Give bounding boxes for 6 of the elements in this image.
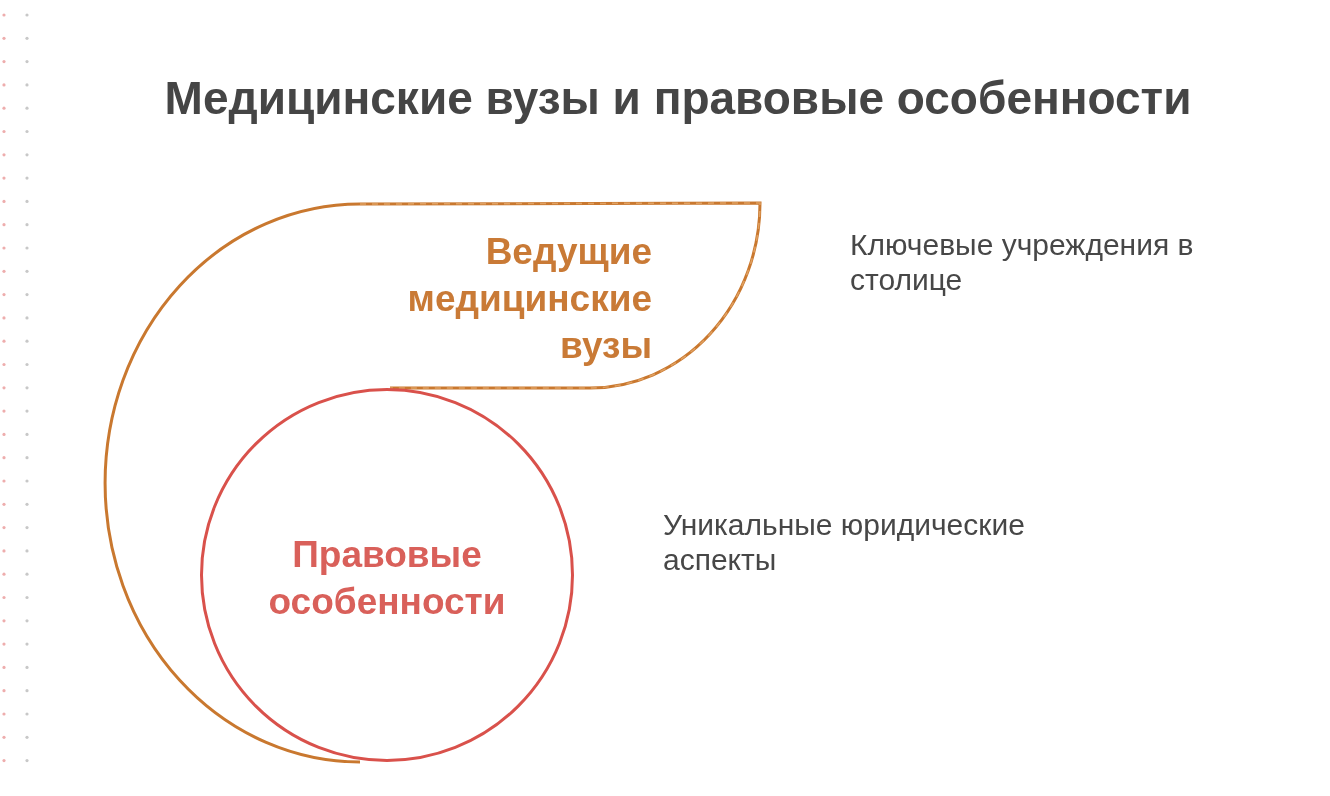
node-label: Ведущие медицинские вузы [406,230,652,368]
description-text: Ключевые учреждения в столице [850,227,1195,297]
diagram-title: Медицинские вузы и правовые особенности [164,71,1192,125]
node-label: Правовые особенности [267,533,507,624]
description-text: Уникальные юридические аспекты [663,507,1026,577]
circle-shape [200,388,574,762]
